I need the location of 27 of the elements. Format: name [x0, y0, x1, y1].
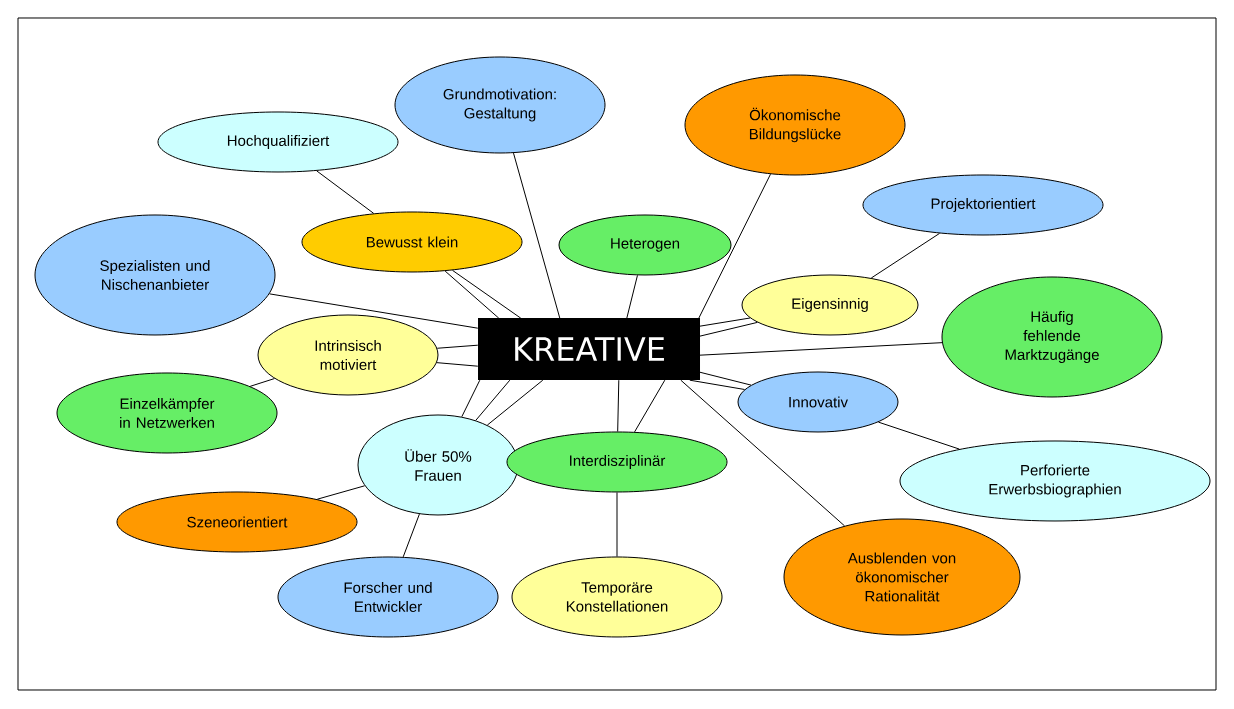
connector-line — [689, 379, 746, 390]
connector-line — [870, 232, 940, 279]
connector-line — [699, 317, 751, 327]
connector-line — [316, 170, 375, 214]
connector-line — [680, 379, 845, 527]
connector-line — [617, 379, 620, 432]
connector-line — [436, 344, 479, 349]
title-box: KREATIVE — [478, 318, 700, 380]
connector-line — [402, 513, 420, 558]
connector-line — [249, 378, 275, 387]
connector-line — [444, 270, 500, 319]
connector-line — [699, 342, 943, 356]
connector-line — [634, 379, 666, 433]
connector-line — [699, 321, 758, 337]
connector-line — [513, 152, 561, 319]
connector-line — [626, 274, 638, 319]
connector-line — [486, 379, 544, 426]
connector-line — [452, 269, 522, 319]
connector-line — [698, 173, 771, 319]
connector-line — [316, 485, 366, 500]
connector-line — [475, 379, 511, 421]
connector-line — [616, 492, 618, 557]
connector-line — [877, 421, 960, 450]
connector-line — [461, 379, 481, 418]
connector-line — [436, 362, 479, 367]
connector-line — [269, 293, 479, 329]
connector-line — [699, 371, 752, 386]
